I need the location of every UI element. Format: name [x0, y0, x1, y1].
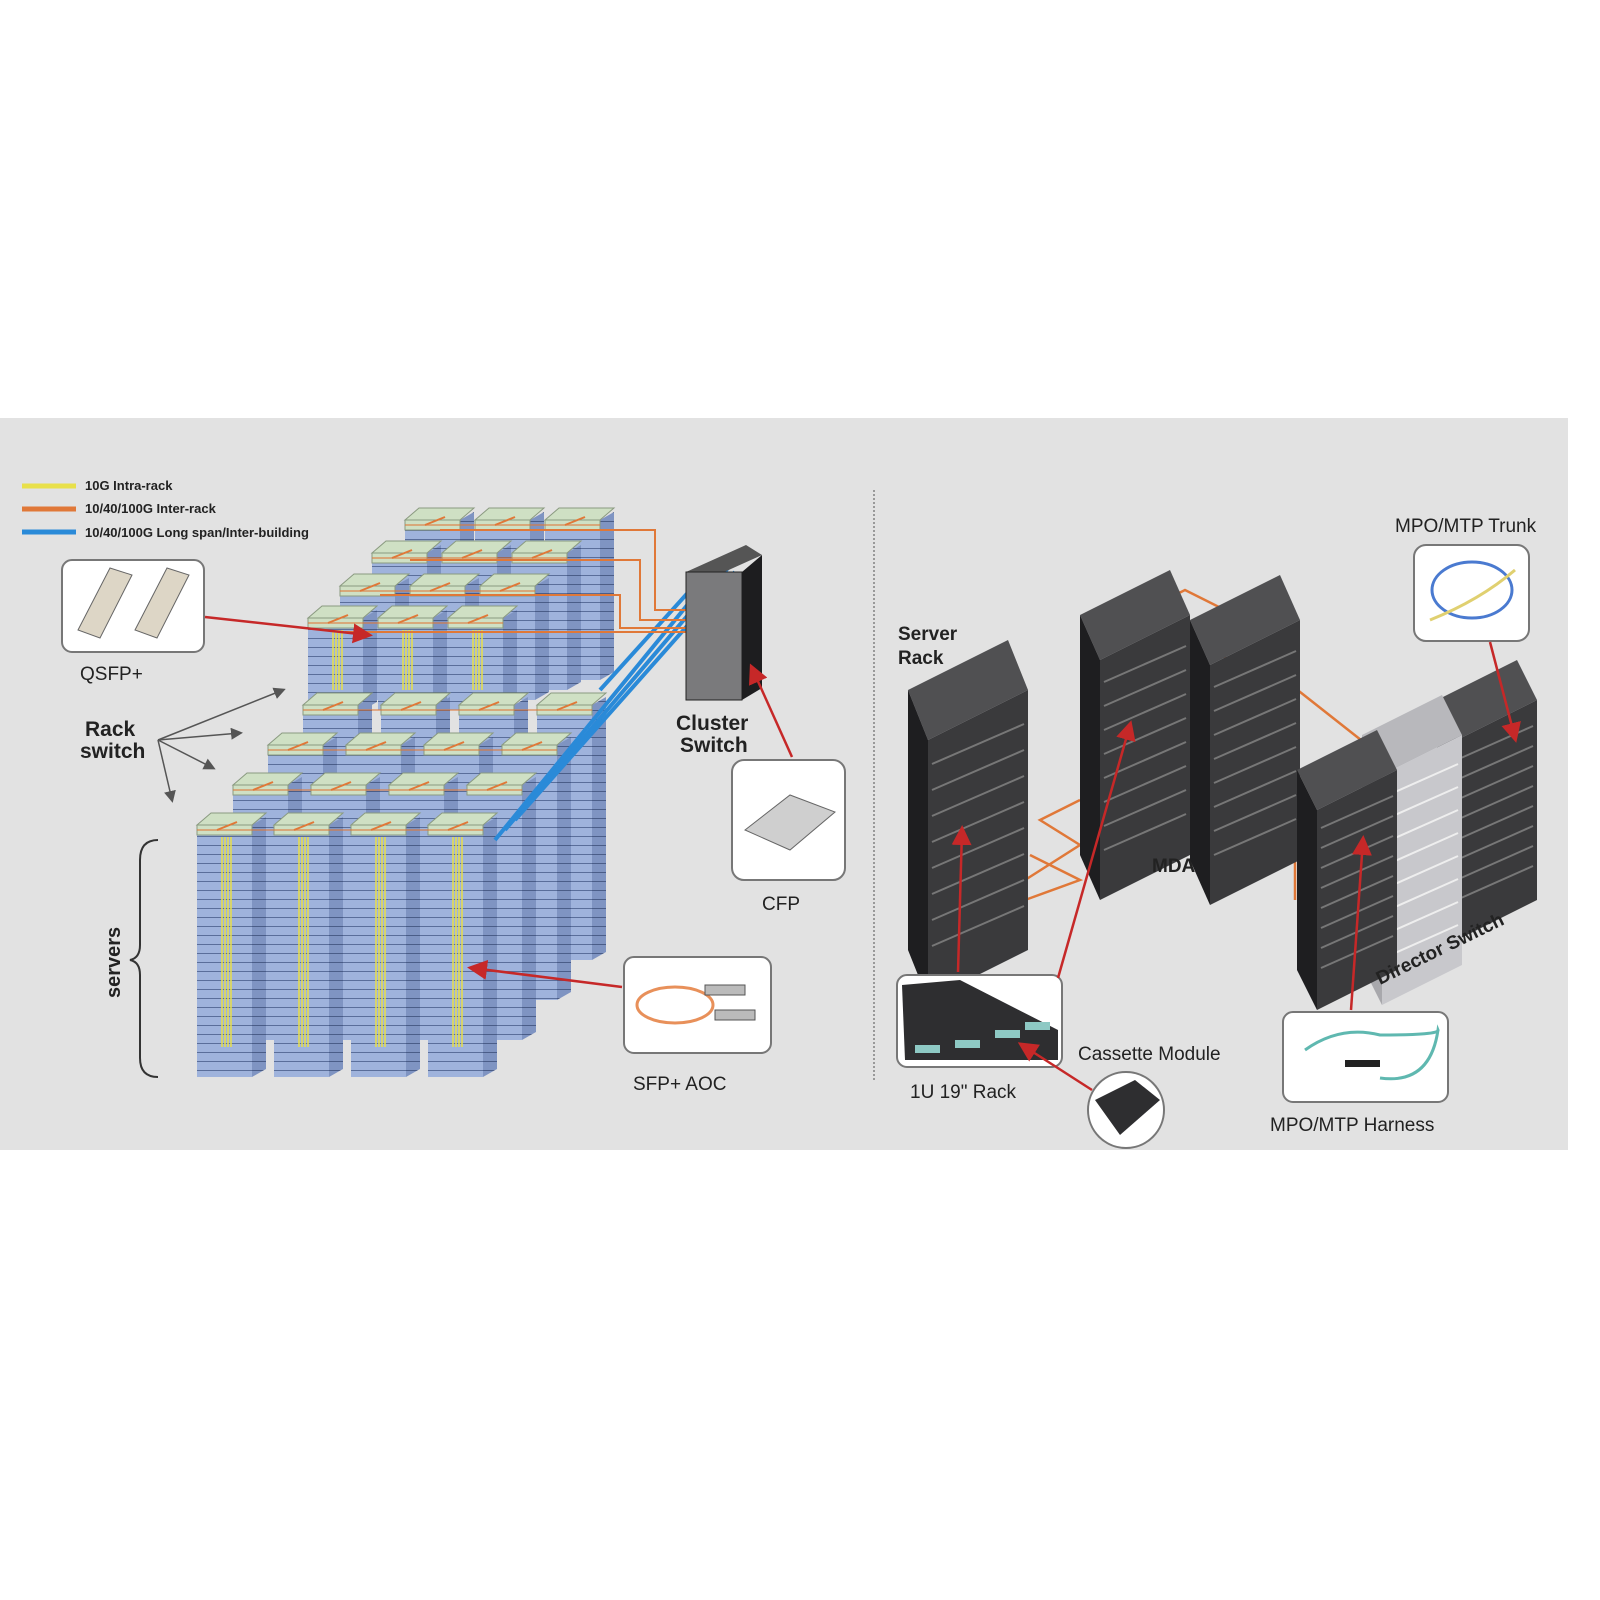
- server-rack-label: Server: [898, 624, 958, 645]
- cfp-module-icon: [744, 794, 836, 851]
- sfp-aoc-label: SFP+ AOC: [633, 1074, 726, 1095]
- mpo-harness-callout: MPO/MTP Harness: [1270, 835, 1449, 1136]
- rack-group: [908, 570, 1537, 1010]
- server-rack-stack: [195, 812, 268, 1077]
- server-rack: [908, 640, 1028, 1000]
- cluster-switch-label: Cluster: [676, 712, 748, 735]
- cassette-icon: [1095, 1080, 1160, 1135]
- cfp-module-callout: CFP: [731, 663, 846, 915]
- qsfp-module-callout: QSFP+: [61, 559, 373, 685]
- patch-panel-icon: [902, 980, 1058, 1060]
- rack-1u-label: 1U 19" Rack: [910, 1082, 1017, 1103]
- server-rack-stack: [349, 812, 422, 1077]
- inter-rack-links: [345, 529, 700, 633]
- cfp-label: CFP: [762, 894, 800, 915]
- cassette-label: Cassette Module: [1078, 1044, 1221, 1065]
- harness-cable-icon: [1304, 1024, 1440, 1081]
- qsfp-label: QSFP+: [80, 664, 143, 685]
- legend-label: 10G Intra-rack: [85, 478, 173, 493]
- mda-rack-left: [1080, 570, 1190, 900]
- cassette-module-callout: Cassette Module: [1017, 1042, 1221, 1149]
- legend-label: 10/40/100G Inter-rack: [85, 501, 217, 516]
- cluster-switch-label: Switch: [680, 734, 748, 757]
- qsfp-transceiver-icon: [77, 567, 190, 639]
- mpo-trunk-label: MPO/MTP Trunk: [1395, 516, 1537, 537]
- trunk-cable-icon: [1430, 560, 1514, 620]
- mda-rack-right: [1190, 575, 1300, 905]
- rack-switch-label: Rack: [85, 718, 136, 741]
- server-cluster: [195, 507, 616, 1077]
- director-switch-rack-front: [1297, 730, 1397, 1010]
- legend: 10G Intra-rack 10/40/100G Inter-rack 10/…: [22, 478, 309, 540]
- mpo-harness-label: MPO/MTP Harness: [1270, 1115, 1434, 1136]
- mpo-trunk-callout: [1413, 544, 1530, 743]
- mda-label: MDA: [1152, 856, 1196, 877]
- server-rack-stack: [272, 812, 345, 1077]
- rack-switch-annotation: Rack switch: [80, 687, 286, 803]
- server-rack-stack: [426, 812, 499, 1077]
- sfp-aoc-callout: SFP+ AOC: [467, 956, 772, 1095]
- aoc-cable-icon: [635, 985, 715, 1025]
- cluster-switch: Cluster Switch: [676, 545, 762, 757]
- legend-label: 10/40/100G Long span/Inter-building: [85, 525, 309, 540]
- servers-brace: servers: [103, 839, 159, 1078]
- server-rack-label: Rack: [898, 648, 944, 669]
- rack-switch-label: switch: [80, 740, 145, 763]
- servers-label: servers: [103, 927, 125, 998]
